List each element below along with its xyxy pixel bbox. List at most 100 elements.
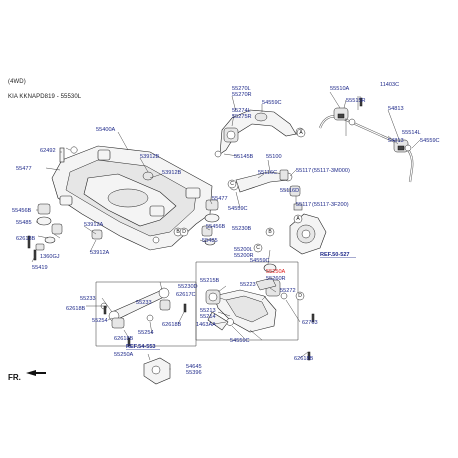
part-number-label[interactable]: 55200R bbox=[234, 253, 254, 259]
highlighted-sub-label[interactable]: 55260R bbox=[266, 276, 286, 282]
part-number-label[interactable]: 55214 bbox=[200, 314, 216, 320]
part-number-label[interactable]: 55223 bbox=[240, 282, 256, 288]
leader-lines bbox=[31, 91, 421, 370]
part-number-label[interactable]: 53912B bbox=[162, 170, 182, 176]
callout-circle bbox=[295, 291, 305, 301]
part-number-label[interactable]: 54559C bbox=[420, 138, 440, 144]
part-number-label[interactable]: 55477 bbox=[212, 196, 228, 202]
part-number-label[interactable]: 62763 bbox=[302, 320, 318, 326]
part-number-label[interactable]: 55274L bbox=[232, 108, 251, 114]
part-number-label[interactable]: 55230B bbox=[232, 226, 252, 232]
part-number-label[interactable]: 53912A bbox=[90, 250, 110, 256]
part-number-label[interactable]: 55456B bbox=[206, 224, 226, 230]
part-number-label[interactable]: (55117-3M000) bbox=[312, 168, 350, 174]
bolts bbox=[27, 97, 363, 361]
callout-letter: C bbox=[230, 181, 234, 187]
part-number-label[interactable]: 55485 bbox=[16, 220, 32, 226]
lower-control-arm bbox=[205, 263, 288, 333]
callout-letter: A bbox=[299, 130, 303, 136]
part-number-label[interactable]: 62618B bbox=[294, 356, 314, 362]
part-number-label[interactable]: 62492 bbox=[40, 148, 56, 154]
part-number-label[interactable]: 55477 bbox=[16, 166, 32, 172]
part-number-label[interactable]: 62618B bbox=[16, 236, 36, 242]
circle-markers: A A B B C C D D bbox=[173, 128, 306, 301]
part-number-label[interactable]: 55250A bbox=[114, 352, 134, 358]
part-number-label[interactable]: 54559C bbox=[230, 338, 250, 344]
callout-letter: A bbox=[296, 216, 300, 222]
rear-knuckle bbox=[289, 203, 327, 255]
part-number-label[interactable]: 55117 bbox=[296, 168, 311, 174]
callout-letter: D bbox=[298, 293, 302, 299]
part-number-label[interactable]: 62618B bbox=[114, 336, 134, 342]
callout-circle bbox=[253, 243, 263, 253]
callout-circle bbox=[265, 227, 275, 237]
part-number-label[interactable]: 55233 bbox=[136, 300, 152, 306]
part-number-label[interactable]: 55272 bbox=[280, 288, 296, 294]
part-number-label[interactable]: 55145B bbox=[234, 154, 254, 160]
part-number-label[interactable]: 54559C bbox=[250, 258, 270, 264]
part-number-label[interactable]: 55419 bbox=[32, 265, 48, 271]
part-number-label[interactable]: 55270L bbox=[232, 86, 251, 92]
highlighted-part-label[interactable]: 55250A bbox=[266, 269, 286, 275]
callout-letter: B bbox=[176, 229, 180, 235]
front-direction-label: FR. bbox=[8, 373, 21, 382]
part-number-label[interactable]: 55100 bbox=[266, 154, 282, 160]
front-arrow-icon bbox=[26, 370, 36, 376]
callout-letter: B bbox=[268, 229, 272, 235]
part-number-label[interactable]: 54645 bbox=[186, 364, 202, 370]
part-number-label[interactable]: 54813 bbox=[388, 106, 404, 112]
part-number-label[interactable]: 55116C bbox=[258, 170, 277, 176]
part-number-label[interactable]: 55116D bbox=[280, 188, 299, 194]
callout-circle bbox=[179, 227, 189, 237]
part-number-label[interactable]: 55510A bbox=[330, 86, 350, 92]
drive-type-label: (4WD) bbox=[8, 79, 26, 85]
stabilizer-bar bbox=[318, 96, 414, 183]
assist-arm bbox=[100, 287, 171, 329]
part-number-label[interactable]: 55400A bbox=[96, 127, 116, 133]
part-number-label[interactable]: 62617C bbox=[176, 292, 196, 298]
part-number-label[interactable]: 62618B bbox=[162, 322, 182, 328]
part-number-label[interactable]: 55213 bbox=[200, 308, 216, 314]
part-number-label[interactable]: 55200L bbox=[234, 247, 253, 253]
rear-subframe bbox=[51, 145, 213, 251]
part-number-label[interactable]: 55233 bbox=[80, 296, 96, 302]
part-number-label[interactable]: 53912A bbox=[84, 222, 104, 228]
part-number-label[interactable]: 54559C bbox=[228, 206, 248, 212]
part-number-label[interactable]: 54813 bbox=[388, 138, 404, 144]
subframe-bushings bbox=[35, 147, 220, 251]
part-number-label[interactable]: 55270R bbox=[232, 92, 252, 98]
model-code-label: KIA KKNAPD819 - 55530L bbox=[8, 94, 82, 100]
part-number-label[interactable]: 62618B bbox=[66, 306, 86, 312]
part-number-labels: 55400A 62492 55477 55456B 55485 62618B 1360GJ 5… bbox=[12, 82, 440, 376]
part-number-label[interactable]: 53912B bbox=[140, 154, 160, 160]
part-number-label[interactable]: 55254 bbox=[92, 318, 108, 324]
part-number-label[interactable]: 55485 bbox=[202, 238, 218, 244]
front-direction-indicator: FR. bbox=[8, 370, 46, 382]
part-number-label[interactable]: 55230D bbox=[178, 284, 198, 290]
part-number-label[interactable]: 55275R bbox=[232, 114, 252, 120]
part-number-label[interactable]: (55117-3F200) bbox=[312, 202, 349, 208]
trailing-arm-upper bbox=[214, 109, 305, 158]
callout-circle bbox=[296, 128, 306, 138]
callout-circle bbox=[293, 214, 303, 224]
part-number-label[interactable]: 55254 bbox=[138, 330, 154, 336]
part-number-label[interactable]: 1360GJ bbox=[40, 254, 60, 260]
reference-label[interactable]: REF.50-527 bbox=[320, 252, 350, 258]
callout-letter: D bbox=[182, 229, 186, 235]
part-number-label[interactable]: 55514L bbox=[402, 130, 421, 136]
callout-circle bbox=[227, 179, 237, 189]
part-number-label[interactable]: 54559C bbox=[262, 100, 282, 106]
part-number-label[interactable]: 55396 bbox=[186, 370, 202, 376]
reference-label[interactable]: REF.54-553 bbox=[126, 344, 156, 350]
callout-letter: C bbox=[256, 245, 260, 251]
part-number-label[interactable]: 55117 bbox=[296, 202, 311, 208]
part-number-label[interactable]: 55215B bbox=[200, 278, 220, 284]
assist-arm-frame bbox=[95, 281, 197, 347]
toe-link-bracket bbox=[143, 357, 171, 385]
part-number-label[interactable]: 1463AA bbox=[196, 322, 216, 328]
part-number-label[interactable]: 55456B bbox=[12, 208, 32, 214]
part-number-label[interactable]: 11403C bbox=[380, 82, 399, 88]
part-number-label[interactable]: 55515R bbox=[346, 98, 366, 104]
